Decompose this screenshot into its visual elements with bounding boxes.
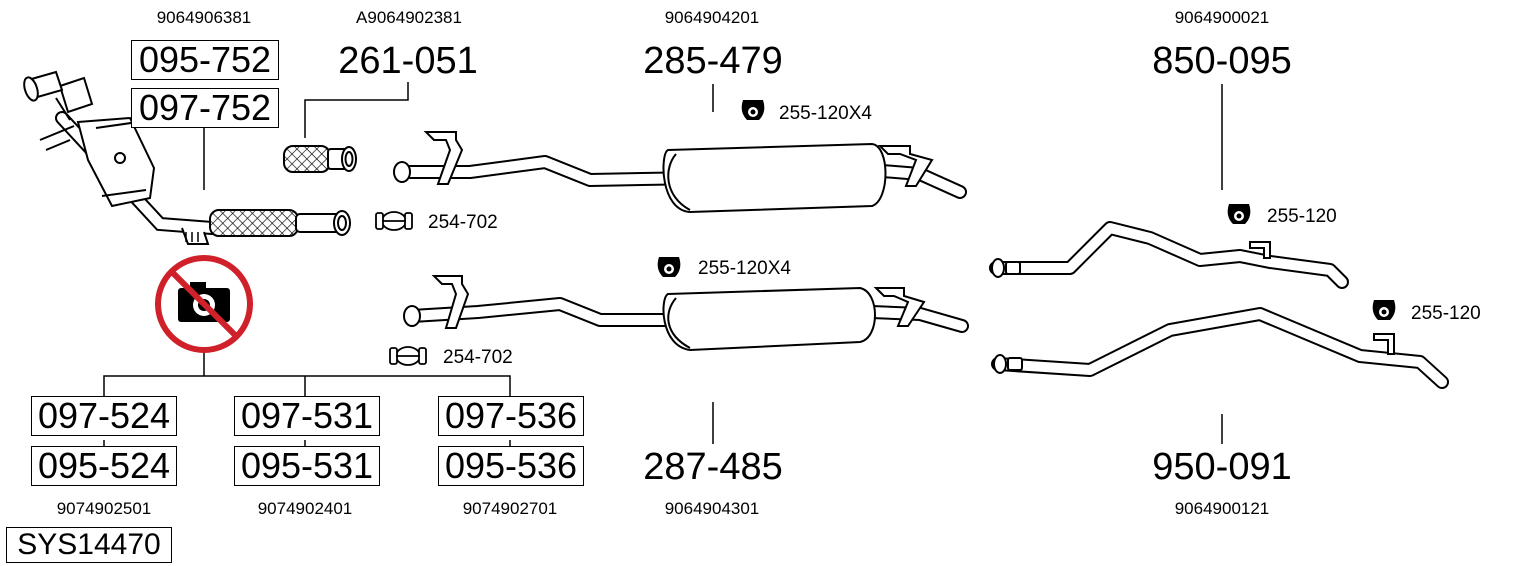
rear-pipe-lower-part (991, 307, 1449, 389)
middle-silencer-lower-part (403, 275, 969, 352)
part-cat-3b[interactable]: 095-536 (438, 446, 584, 486)
oem-dpf: 9064906381 (156, 8, 252, 27)
hanger-label-rear-upper[interactable]: 255-120 (1267, 206, 1337, 227)
clamp-label-upper[interactable]: 254-702 (428, 212, 498, 233)
system-number[interactable]: SYS14470 (6, 527, 172, 563)
part-rear-lower[interactable]: 950-091 (1152, 446, 1292, 488)
part-flex[interactable]: 261-051 (338, 40, 478, 82)
part-cat-2b[interactable]: 095-531 (234, 446, 380, 486)
rear-pipe-upper-part (989, 221, 1349, 289)
oem-mid-lower: 9064904301 (664, 499, 760, 518)
hanger-label-mid-upper[interactable]: 255-120X4 (779, 103, 872, 124)
clamp-icon-upper (375, 211, 413, 231)
oem-rear-lower: 9064900121 (1174, 499, 1270, 518)
oem-cat-3: 9074902701 (462, 499, 558, 518)
clamp-label-lower[interactable]: 254-702 (443, 347, 513, 368)
clamp-icon-lower (389, 346, 427, 366)
part-cat-3a[interactable]: 097-536 (438, 396, 584, 436)
oem-cat-1: 9074902501 (56, 499, 152, 518)
flex-pipe-part (283, 145, 357, 173)
no-photo-icon (155, 255, 253, 353)
oem-mid-upper: 9064904201 (664, 8, 760, 27)
oem-cat-2: 9074902401 (257, 499, 353, 518)
oem-rear-upper: 9064900021 (1174, 8, 1270, 27)
part-cat-1b[interactable]: 095-524 (31, 446, 177, 486)
part-cat-2a[interactable]: 097-531 (234, 396, 380, 436)
dpf-catalyst-part (23, 70, 351, 245)
part-rear-upper[interactable]: 850-095 (1152, 40, 1292, 82)
hanger-icon (657, 100, 1396, 320)
part-dpf-b[interactable]: 097-752 (131, 88, 279, 128)
leader-lines (103, 82, 1223, 446)
middle-silencer-upper-part (393, 131, 967, 214)
part-mid-lower[interactable]: 287-485 (643, 446, 783, 488)
part-cat-1a[interactable]: 097-524 (31, 396, 177, 436)
hanger-label-rear-lower[interactable]: 255-120 (1411, 303, 1481, 324)
part-dpf-a[interactable]: 095-752 (131, 40, 279, 80)
hanger-label-mid-lower[interactable]: 255-120X4 (698, 258, 791, 279)
part-mid-upper[interactable]: 285-479 (643, 40, 783, 82)
oem-flex: A9064902381 (356, 8, 462, 27)
